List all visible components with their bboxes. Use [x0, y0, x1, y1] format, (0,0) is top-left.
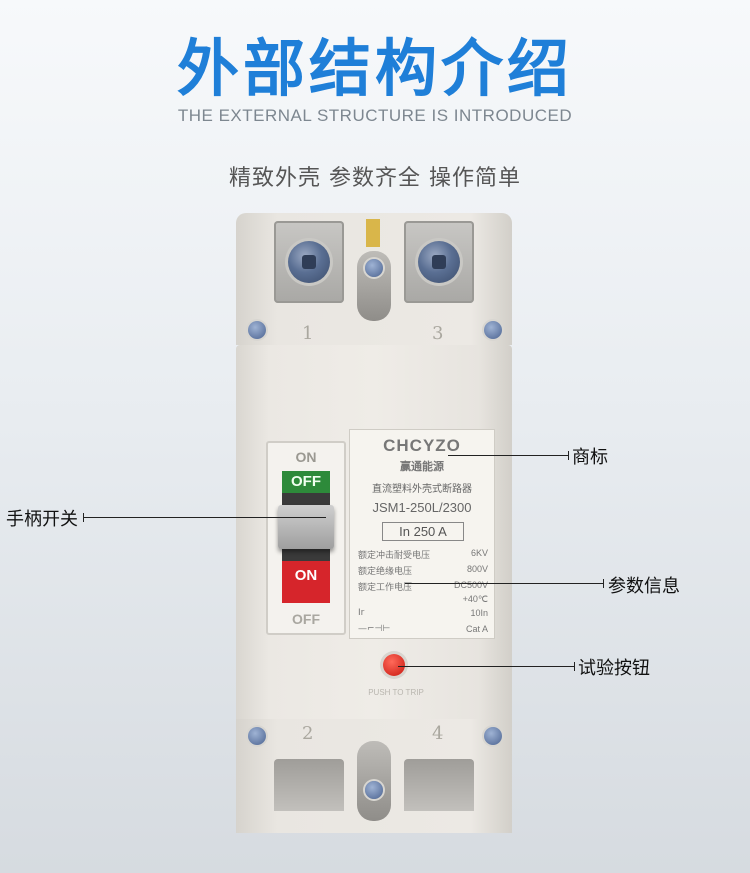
test-button[interactable]	[383, 654, 405, 676]
center-slot	[357, 741, 391, 821]
push-to-trip-label: PUSH TO TRIP	[368, 688, 424, 697]
trademark-callout: 商标	[572, 447, 608, 468]
off-indicator: OFF	[282, 471, 330, 493]
center-slot	[357, 251, 391, 321]
off-label: OFF	[292, 611, 320, 627]
terminal-2	[274, 759, 344, 811]
parameters-callout-line	[405, 579, 604, 588]
test-button-callout-line	[398, 662, 575, 671]
brand-cn: 赢通能源	[400, 460, 444, 473]
slot-screw-icon	[365, 259, 383, 277]
trip-symbol-icon: —⌐⊣⊢	[358, 624, 391, 634]
handle-callout-line	[83, 513, 326, 522]
spec-key: Ir	[358, 608, 365, 618]
handle-switch[interactable]	[278, 505, 334, 549]
terminal-number: 3	[432, 323, 444, 344]
test-button-callout: 试验按钮	[578, 658, 650, 679]
gold-contact	[366, 219, 380, 247]
terminal-number: 1	[302, 323, 314, 344]
terminal-number: 2	[302, 723, 314, 744]
mount-screw-icon	[484, 727, 502, 745]
terminal-4	[404, 759, 474, 811]
switch-housing: ON OFF ON OFF	[266, 441, 346, 635]
spec-key: 额定工作电压	[358, 583, 413, 593]
handle-switch-callout: 手柄开关	[6, 509, 78, 530]
mount-screw-icon	[248, 321, 266, 339]
page-title: 外部结构介绍	[176, 32, 573, 105]
terminal-1	[274, 221, 344, 303]
terminal-screw-icon	[418, 241, 460, 283]
spec-value: +40℃	[462, 594, 488, 604]
trademark-callout-line	[448, 451, 569, 460]
spec-value: 10In	[470, 608, 488, 618]
spec-value: DC500V	[453, 580, 488, 590]
mount-screw-icon	[248, 727, 266, 745]
mount-screw-icon	[484, 321, 502, 339]
on-indicator: ON	[282, 561, 330, 603]
slot-screw-icon	[365, 781, 383, 799]
terminal-number: 4	[432, 723, 444, 744]
terminal-screw-icon	[288, 241, 330, 283]
top-terminal-cap: 1 3	[236, 213, 512, 345]
spec-value: 800V	[466, 564, 488, 574]
spec-value: 6KV	[470, 548, 488, 558]
spec-key: 额定冲击耐受电压	[358, 551, 431, 561]
parameters-callout: 参数信息	[608, 576, 680, 597]
feature-subtitle: 精致外壳 参数齐全 操作简单	[229, 166, 521, 191]
on-label: ON	[295, 449, 317, 465]
english-subtitle: THE EXTERNAL STRUCTURE IS INTRODUCED	[177, 106, 573, 125]
brand-logo: CHCYZO	[383, 436, 461, 455]
nameplate: CHCYZO 赢通能源 直流塑料外壳式断路器 JSM1-250L/2300 In…	[349, 429, 495, 639]
spec-value: Cat A	[465, 624, 488, 634]
spec-key: 额定绝缘电压	[358, 567, 413, 577]
circuit-breaker: 1 3 ON OFF ON OFF CHCYZO 赢通能源 直流塑料外壳式断路器…	[236, 213, 512, 833]
product-name: 直流塑料外壳式断路器	[372, 484, 472, 495]
terminal-3	[404, 221, 474, 303]
current-rating: In 250 A	[382, 522, 464, 541]
bottom-terminal-cap: 2 4	[236, 719, 512, 833]
model-number: JSM1-250L/2300	[372, 500, 472, 515]
